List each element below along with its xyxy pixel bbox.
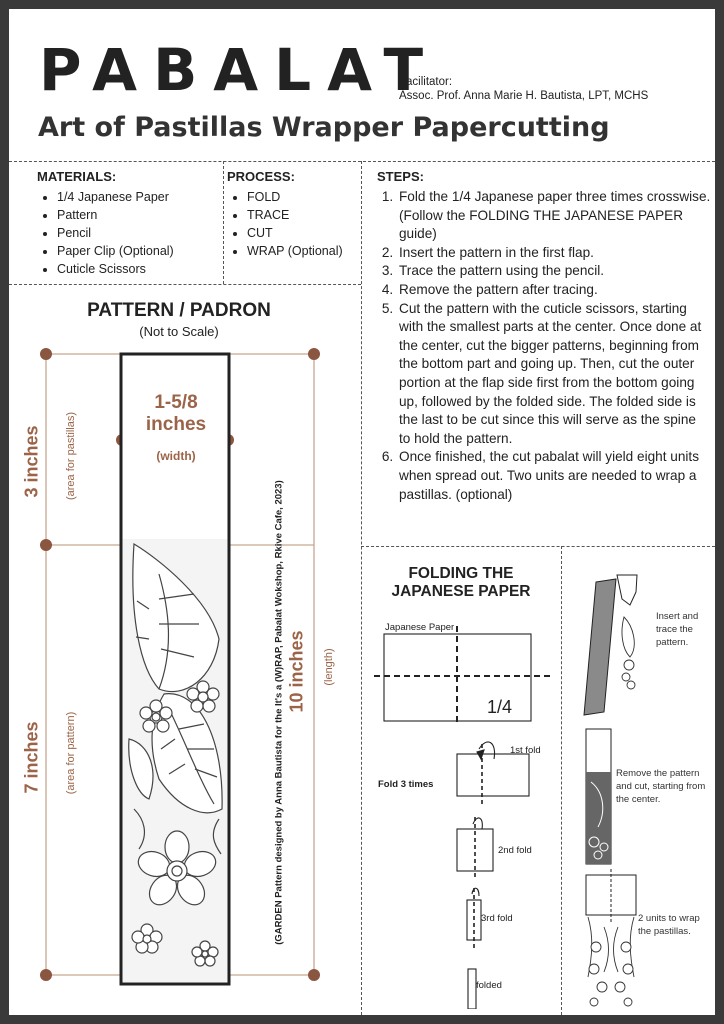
fold-1-label: 1st fold [510,745,541,756]
step-item: Once finished, the cut pabalat will yiel… [397,448,711,504]
divider-center [361,161,362,1015]
japanese-paper-label: Japanese Paper [385,622,455,633]
note-wrap: 2 units to wrap the pastillas. [638,913,700,937]
steps-illustrations [583,574,638,1007]
top-height-label: 3 inches [21,425,42,498]
material-item: Pattern [57,206,222,224]
bottom-height-label: 7 inches [21,721,42,794]
divider-folding-right [561,546,562,1015]
material-item: 1/4 Japanese Paper [57,188,222,206]
steps-list: Fold the 1/4 Japanese paper three times … [377,188,711,504]
materials-heading: MATERIALS: [37,169,117,184]
poster: PABALAT Facilitator: Assoc. Prof. Anna M… [9,9,715,1015]
material-item: Pencil [57,224,222,242]
poster-subtitle: Art of Pastillas Wrapper Papercutting [38,112,610,143]
folded-label: folded [476,980,502,991]
process-item: WRAP (Optional) [247,242,361,260]
pattern-width-label: (width) [156,449,196,463]
brand-title: PABALAT [39,36,440,104]
note-insert: Insert and trace the pattern. [656,611,699,648]
step-item: Trace the pattern using the pencil. [397,262,711,281]
divider-header [9,161,715,162]
divider-folding [361,546,715,547]
quarter-label: 1/4 [487,697,513,717]
facilitator: Facilitator: Assoc. Prof. Anna Marie H. … [399,75,648,103]
process-item: TRACE [247,206,361,224]
process-item: CUT [247,224,361,242]
material-item: Paper Clip (Optional) [57,242,222,260]
steps-heading: STEPS: [377,169,424,184]
step-item: Remove the pattern after tracing. [397,281,711,300]
process-section: PROCESS: FOLD TRACE CUT WRAP (Optional) [227,169,361,260]
process-item: FOLD [247,188,361,206]
materials-section: MATERIALS: 1/4 Japanese Paper Pattern Pe… [37,169,222,278]
step-item: Insert the pattern in the first flap. [397,244,711,263]
divider-pattern [9,284,361,285]
folding-diagram [374,626,551,1009]
process-heading: PROCESS: [227,169,295,184]
pattern-subtitle: (Not to Scale) [139,324,219,339]
process-list: FOLD TRACE CUT WRAP (Optional) [227,188,361,260]
material-item: Cuticle Scissors [57,260,222,278]
fold-2-label: 2nd fold [498,845,532,856]
fold-3-label: 3rd fold [481,913,513,924]
top-area-label: (area for pastillas) [65,411,77,501]
folding-title: FOLDING THE JAPANESE PAPER [391,565,531,600]
facilitator-name: Assoc. Prof. Anna Marie H. Bautista, LPT… [399,90,649,102]
bottom-area-label: (area for pattern) [65,711,77,795]
fold-times-label: Fold 3 times [378,779,434,790]
note-remove: Remove the pattern and cut, starting fro… [616,768,706,805]
length-value: 10 inches [286,630,307,713]
pattern-diagram [40,348,320,986]
length-label: (length) [323,648,335,686]
divider-materials [223,161,224,284]
pattern-title: PATTERN / PADRON [87,300,271,321]
step-item: Fold the 1/4 Japanese paper three times … [397,188,711,244]
pattern-width-value: 1-5/8 inches [145,392,207,435]
materials-list: 1/4 Japanese Paper Pattern Pencil Paper … [37,188,222,278]
facilitator-label: Facilitator: [399,76,453,88]
pattern-credit: (GARDEN Pattern designed by Anna Bautist… [273,480,285,945]
step-item: Cut the pattern with the cuticle scissor… [397,300,711,449]
steps-section: STEPS: Fold the 1/4 Japanese paper three… [377,169,711,504]
